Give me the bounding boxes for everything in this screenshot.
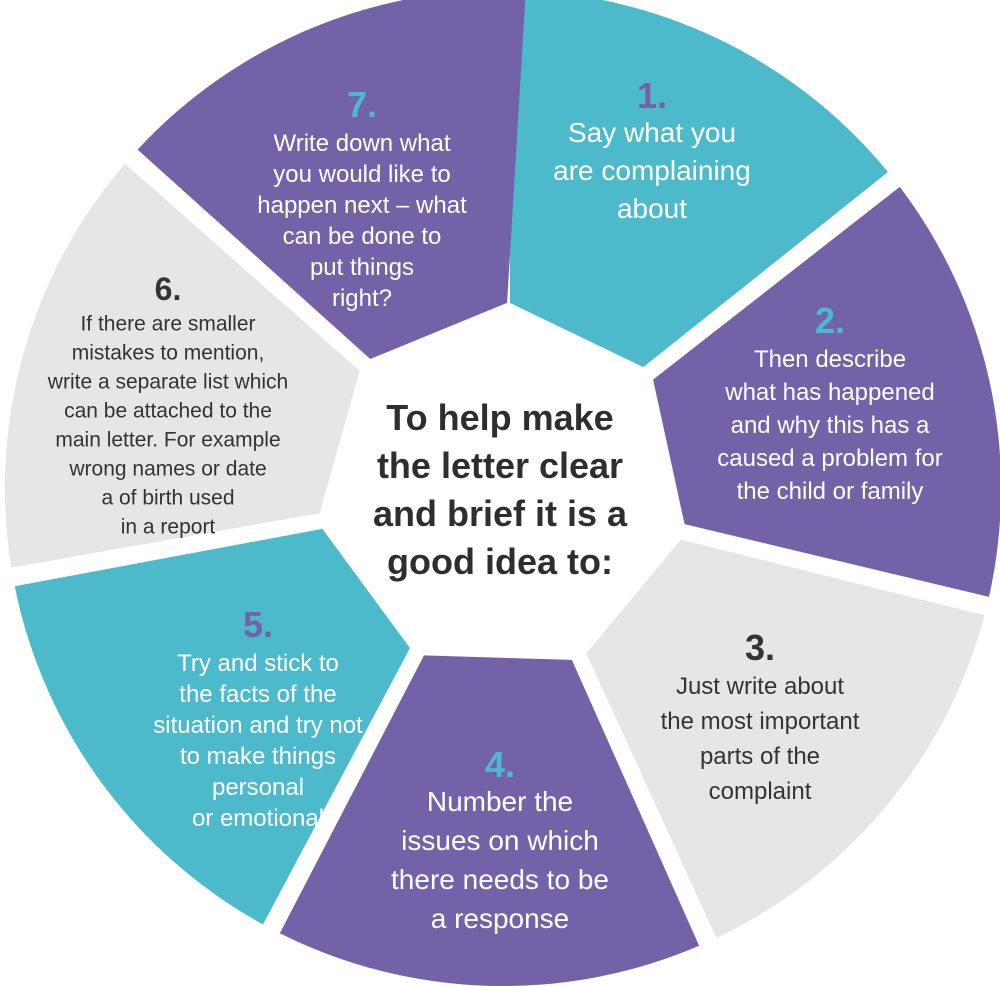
step-text-line: caused a problem for — [717, 445, 942, 472]
step-text-line: happen next – what — [257, 192, 467, 219]
segment-label-7: 7. Write down what you would like to happen… — [257, 84, 467, 312]
step-text-line: the facts of the — [179, 681, 336, 708]
segment-label-2: 2. Then describe what has happened and why … — [717, 300, 942, 505]
step-text-line: write a separate list which — [47, 370, 288, 393]
step-number-4: 4. — [485, 744, 515, 785]
step-text-line: and why this has a — [731, 412, 930, 439]
step-text-line: Number the — [427, 786, 573, 817]
step-text-line: right? — [332, 285, 392, 312]
wheel-segments — [4, 0, 1000, 986]
wheel-segment-5 — [14, 528, 410, 925]
wheel-segment-7 — [137, 0, 526, 360]
center-title-line: the letter clear — [377, 445, 623, 486]
segment-label-5: 5. Try and stick to the facts of the situat… — [153, 604, 363, 832]
step-text-line: to make things — [180, 743, 336, 770]
step-text-line: what has happened — [724, 379, 935, 406]
wheel-segment-6 — [4, 163, 360, 568]
step-text-line: about — [617, 193, 687, 224]
step-number-3: 3. — [745, 627, 775, 668]
step-number-2: 2. — [815, 300, 845, 341]
step-text-line: a response — [431, 903, 570, 934]
step-text-line: Just write about — [676, 673, 844, 700]
wheel-segment-4 — [279, 655, 700, 986]
center-title-line: and brief it is a — [373, 493, 628, 534]
wheel-segment-1 — [510, 0, 888, 368]
step-text-line: issues on which — [401, 825, 599, 856]
step-text-line: can be done to — [283, 223, 442, 250]
step-number-7: 7. — [347, 84, 377, 125]
step-text-line: Write down what — [274, 130, 451, 157]
step-text-line: the most important — [661, 708, 860, 735]
step-text-line: Try and stick to — [177, 650, 339, 677]
segment-label-4: 4.Number the issues on which there needs t… — [391, 744, 609, 934]
step-text-line: put things — [310, 254, 414, 281]
segment-label-1: 1.Say what you are complaining about — [553, 75, 751, 224]
step-text-line: parts of the — [700, 743, 820, 770]
step-text-line: or emotional — [192, 805, 324, 832]
step-number-1: 1. — [637, 75, 667, 116]
step-text-line: the child or family — [737, 478, 924, 505]
step-text-line: there needs to be — [391, 864, 609, 895]
step-text-line: If there are smaller — [80, 312, 255, 335]
step-text-line: personal — [212, 774, 304, 801]
segment-label-3: 3. Just write about the most important part… — [661, 627, 860, 805]
step-text-line: in a report — [121, 515, 216, 538]
center-title: To help make the letter clear and brief it… — [373, 397, 628, 582]
wheel-segment-2 — [653, 186, 1000, 597]
step-text-line: are complaining — [553, 155, 751, 186]
step-text-line: situation and try not — [153, 712, 363, 739]
step-text-line: wrong names or date — [68, 457, 266, 480]
step-text-line: you would like to — [273, 161, 450, 188]
wheel-labels: 1.Say what you are complaining about 2. Then… — [47, 75, 943, 934]
step-text-line: main letter. For example — [55, 428, 280, 451]
step-text-line: mistakes to mention, — [72, 341, 265, 364]
center-title-line: good idea to: — [387, 541, 613, 582]
segment-label-6: 6. If there are smaller mistakes to mentio… — [47, 271, 288, 538]
wheel-segment-3 — [586, 539, 985, 938]
step-text-line: Then describe — [754, 346, 906, 373]
step-number-5: 5. — [243, 604, 273, 645]
step-text-line: complaint — [709, 778, 812, 805]
step-text-line: Say what you — [568, 117, 736, 148]
step-text-line: can be attached to the — [64, 399, 272, 422]
step-text-line: a of birth used — [101, 486, 234, 509]
center-title-line: To help make — [386, 397, 613, 438]
step-number-6: 6. — [155, 271, 182, 307]
